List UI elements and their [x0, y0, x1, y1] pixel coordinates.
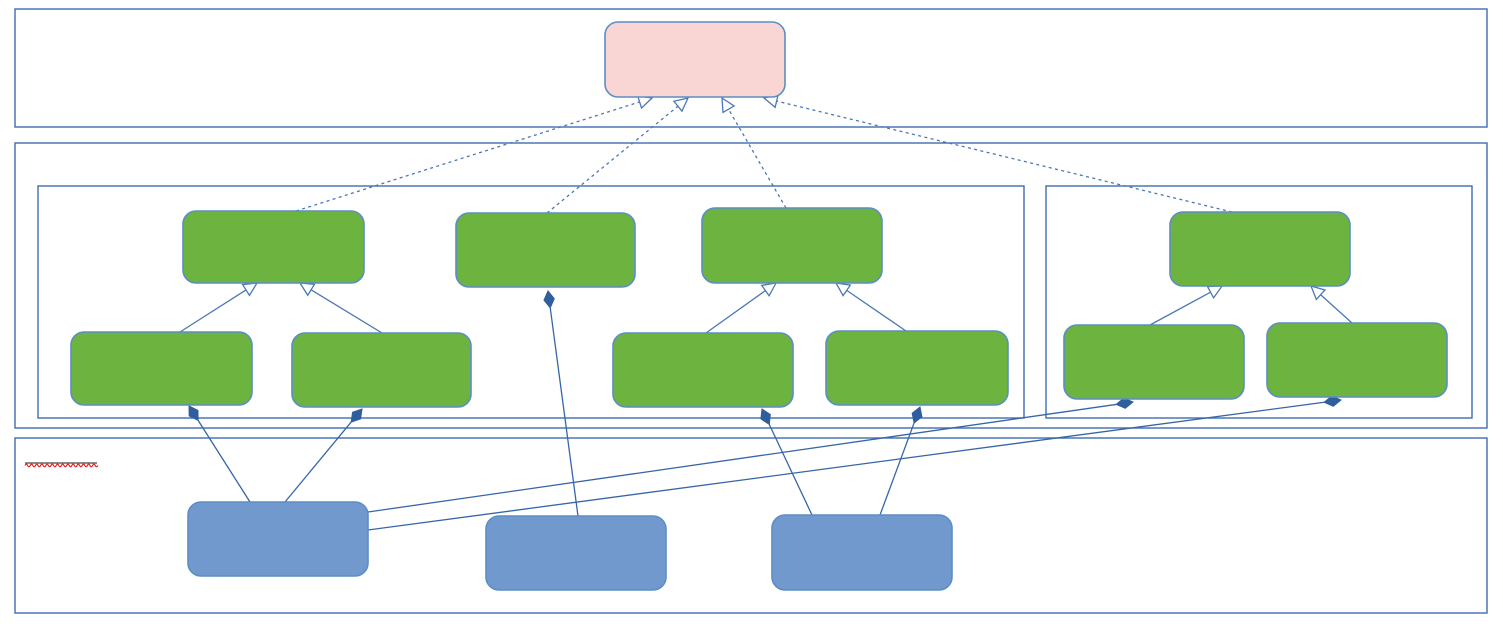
container-border-gpu: [1045, 185, 1473, 419]
edge-ngt-to-indexngtanng: [879, 406, 923, 516]
node-gpuivfpq[interactable]: [1266, 322, 1448, 398]
edge-hnswlib-to-indexhnsw: [543, 290, 579, 517]
generalization-line-ivfpq: [310, 289, 383, 334]
edge-faiss-to-gpuivfsq: [367, 397, 1134, 513]
node-layer: [70, 21, 1448, 591]
node-shape-faiss[interactable]: [187, 501, 369, 577]
composition-line-faiss-ivfpq: [284, 421, 352, 503]
node-shape-indexngt[interactable]: [701, 207, 883, 284]
edge-faiss-to-ivfpq: [284, 408, 363, 503]
edge-gpuivf-to-vectorindex: [762, 93, 1233, 213]
node-shape-gpuivfsq[interactable]: [1063, 324, 1245, 400]
node-shape-gpuivfpq[interactable]: [1266, 322, 1448, 398]
composition-diamond-ngt-indexngtonng: [760, 408, 771, 426]
container-cpu: [37, 185, 1025, 419]
edge-gpuivfsq-to-gpuivf: [1149, 285, 1224, 326]
generalization-line-ivfsq: [179, 289, 247, 333]
edge-gpuivfpq-to-gpuivf: [1309, 285, 1353, 324]
composition-line-ngt-indexngtonng: [768, 424, 813, 516]
generalization-line-gpuivfsq: [1149, 291, 1211, 326]
edge-layer: [179, 93, 1353, 531]
composition-diamond-ngt-indexngtanng: [911, 406, 923, 424]
container-border-implement: [14, 142, 1488, 429]
node-indexngt[interactable]: [701, 207, 883, 284]
realization-arrowhead-indexhnsw: [672, 97, 690, 113]
container-thirdparty: [14, 437, 1488, 614]
node-shape-indexngtanng[interactable]: [825, 330, 1009, 406]
node-ivf[interactable]: [182, 210, 365, 284]
composition-diamond-hnswlib-indexhnsw: [543, 290, 555, 309]
edge-ngt-to-indexngtonng: [760, 408, 813, 516]
container-border-thirdparty: [14, 437, 1488, 614]
container-border-interface: [14, 8, 1488, 128]
edge-indexngtonng-to-indexngt: [705, 282, 778, 334]
composition-diamond-faiss-ivfsq: [188, 405, 199, 422]
node-ivfsq[interactable]: [70, 331, 253, 406]
realization-line-indexhnsw: [546, 105, 679, 214]
generalization-line-gpuivfpq: [1320, 294, 1353, 324]
edge-faiss-to-gpuivfpq: [367, 395, 1342, 531]
container-gpu: [1045, 185, 1473, 419]
composition-line-faiss-ivfsq: [197, 419, 251, 503]
node-shape-indexhnsw[interactable]: [455, 212, 636, 288]
node-ivfpq[interactable]: [291, 332, 472, 408]
container-implement: [14, 142, 1488, 429]
spellcheck-underline-thirdparty: [24, 463, 99, 468]
node-vectorindex[interactable]: [604, 21, 786, 98]
container-border-cpu: [37, 185, 1025, 419]
realization-line-gpuivf: [776, 100, 1233, 213]
node-shape-ivf[interactable]: [182, 210, 365, 284]
generalization-arrowhead-gpuivfpq: [1309, 285, 1327, 301]
node-faiss[interactable]: [187, 501, 369, 577]
node-shape-hnswlib[interactable]: [485, 515, 667, 591]
generalization-arrowhead-indexngtonng: [760, 282, 778, 297]
container-layer: [14, 8, 1488, 614]
realization-arrowhead-indexngt: [721, 96, 736, 114]
composition-line-faiss-gpuivfsq: [367, 403, 1117, 513]
node-shape-ngt[interactable]: [771, 514, 953, 591]
realization-line-indexngt: [727, 108, 787, 209]
node-shape-indexngtonng[interactable]: [612, 332, 794, 408]
edge-ivfpq-to-ivf: [298, 282, 383, 334]
composition-diamond-faiss-ivfpq: [350, 408, 363, 423]
generalization-arrowhead-indexngtanng: [834, 282, 852, 297]
generalization-line-indexngtonng: [705, 290, 766, 334]
node-indexngtonng[interactable]: [612, 332, 794, 408]
container-interface: [14, 8, 1488, 128]
edge-ivfsq-to-ivf: [179, 282, 259, 333]
node-indexngtanng[interactable]: [825, 330, 1009, 406]
node-gpuivfsq[interactable]: [1063, 324, 1245, 400]
node-gpuivf[interactable]: [1169, 211, 1351, 287]
node-ngt[interactable]: [771, 514, 953, 591]
node-shape-ivfsq[interactable]: [70, 331, 253, 406]
generalization-arrowhead-ivfpq: [298, 282, 316, 297]
realization-line-ivf: [295, 101, 640, 212]
generalization-arrowhead-ivfsq: [241, 282, 259, 297]
edge-faiss-to-ivfsq: [188, 405, 251, 503]
composition-line-hnswlib-indexhnsw: [549, 307, 579, 517]
node-indexhnsw[interactable]: [455, 212, 636, 288]
node-shape-vectorindex[interactable]: [604, 21, 786, 98]
edge-indexngt-to-vectorindex: [721, 96, 787, 209]
edge-indexngtanng-to-indexngt: [834, 282, 907, 332]
edge-indexhnsw-to-vectorindex: [546, 97, 690, 214]
composition-line-ngt-indexngtanng: [879, 422, 915, 516]
generalization-arrowhead-gpuivfsq: [1206, 285, 1224, 300]
generalization-line-indexngtanng: [846, 289, 907, 332]
node-hnswlib[interactable]: [485, 515, 667, 591]
node-shape-ivfpq[interactable]: [291, 332, 472, 408]
composition-line-faiss-gpuivfpq: [367, 401, 1325, 531]
node-shape-gpuivf[interactable]: [1169, 211, 1351, 287]
edge-ivf-to-vectorindex: [295, 95, 654, 212]
